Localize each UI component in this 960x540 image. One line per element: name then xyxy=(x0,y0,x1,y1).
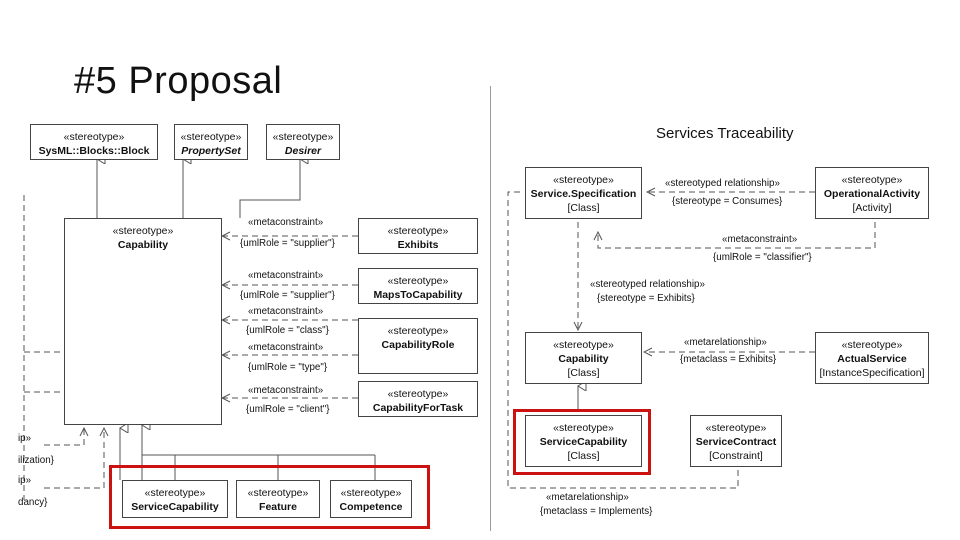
cut-label: ilization} xyxy=(18,455,54,466)
block-name: Service.Specification xyxy=(530,188,637,200)
role-label: {umlRole = "supplier"} xyxy=(240,290,335,301)
relationship-label: «stereotyped relationship» xyxy=(590,279,705,290)
block-kind: [Activity] xyxy=(852,202,892,214)
stereotype-label: «stereotype» xyxy=(553,422,614,434)
block-capability-for-task: «stereotype» CapabilityForTask xyxy=(358,381,478,417)
block-name: ActualService xyxy=(837,353,907,365)
block-competence: «stereotype» Competence xyxy=(330,480,412,518)
stereotype-label: «stereotype» xyxy=(705,422,767,434)
block-actual-service: «stereotype» ActualService [InstanceSpec… xyxy=(815,332,929,384)
stereotype-label: «stereotype» xyxy=(387,388,449,400)
block-name: ServiceContract xyxy=(695,436,777,448)
stereotype-label: «stereotype» xyxy=(272,131,334,143)
role-label: {umlRole = "type"} xyxy=(248,362,328,373)
block-exhibits: «stereotype» Exhibits xyxy=(358,218,478,254)
right-diagram-title: Services Traceability xyxy=(656,125,794,142)
block-kind: [InstanceSpecification] xyxy=(819,367,925,379)
metarelationship-label: «metarelationship» xyxy=(546,492,629,503)
block-name: MapsToCapability xyxy=(373,289,463,301)
role-label: {umlRole = "client"} xyxy=(246,404,330,415)
highlight-frame-right xyxy=(513,409,651,475)
block-name: CapabilityRole xyxy=(381,339,455,351)
block-kind: [Constraint] xyxy=(709,450,763,462)
block-name: Exhibits xyxy=(397,239,439,251)
stereotype-label: «stereotype» xyxy=(247,487,309,499)
metaconstraint-label: «metaconstraint» xyxy=(248,270,324,281)
block-name: Competence xyxy=(339,501,403,513)
block-capability-role: «stereotype» CapabilityRole xyxy=(358,318,478,374)
block-service-specification: «stereotype» Service.Specification [Clas… xyxy=(525,167,642,219)
highlight-frame-left xyxy=(109,465,430,529)
metarelationship-label: «metarelationship» xyxy=(684,337,767,348)
relationship-label: «stereotyped relationship» xyxy=(665,178,780,189)
block-name: ServiceCapability xyxy=(131,501,219,513)
block-kind: [Class] xyxy=(567,450,600,462)
block-desirer: «stereotype» Desirer xyxy=(266,124,340,160)
block-name: Feature xyxy=(259,501,297,513)
block-kind: [Class] xyxy=(567,367,600,379)
role-label: {umlRole = "supplier"} xyxy=(240,238,335,249)
slide-title: #5 Proposal xyxy=(74,60,283,102)
metaconstraint-label: «metaconstraint» xyxy=(722,234,798,245)
block-service-contract: «stereotype» ServiceContract [Constraint… xyxy=(690,415,782,467)
stereotype-label: «stereotype» xyxy=(144,487,206,499)
block-feature: «stereotype» Feature xyxy=(236,480,320,518)
metarelationship-value: {metaclass = Implements} xyxy=(540,506,653,517)
block-service-capability-class: «stereotype» ServiceCapability [Class] xyxy=(525,415,642,467)
block-name: PropertySet xyxy=(181,145,241,157)
cut-label: ip» xyxy=(18,475,32,486)
capability-block: «stereotype» Capability xyxy=(64,218,222,425)
stereotype-label: «stereotype» xyxy=(553,174,614,186)
stereotype-label: «stereotype» xyxy=(387,275,449,287)
stereotype-label: «stereotype» xyxy=(63,131,125,143)
relationship-value: {stereotype = Exhibits} xyxy=(597,293,695,304)
block-name: SysML::Blocks::Block xyxy=(38,145,150,157)
relationship-value: {stereotype = Consumes} xyxy=(672,196,783,207)
block-name: OperationalActivity xyxy=(823,188,921,200)
block-maps-to-capability: «stereotype» MapsToCapability xyxy=(358,268,478,304)
role-label: {umlRole = "class"} xyxy=(246,325,329,336)
stereotype-label: «stereotype» xyxy=(387,325,449,337)
metaconstraint-label: «metaconstraint» xyxy=(248,342,324,353)
stereotype-label: «stereotype» xyxy=(841,174,903,186)
block-property-set: «stereotype» PropertySet xyxy=(174,124,248,160)
stereotype-label: «stereotype» xyxy=(387,225,449,237)
stereotype-label: «stereotype» xyxy=(841,339,903,351)
stereotype-label: «stereotype» xyxy=(112,225,174,237)
metarelationship-value: {metaclass = Exhibits} xyxy=(680,354,777,365)
cut-label: ip» xyxy=(18,433,32,444)
stereotype-label: «stereotype» xyxy=(553,339,614,351)
block-operational-activity: «stereotype» OperationalActivity [Activi… xyxy=(815,167,929,219)
block-service-capability: «stereotype» ServiceCapability xyxy=(122,480,228,518)
metaconstraint-label: «metaconstraint» xyxy=(248,385,324,396)
metaconstraint-value: {umlRole = "classifier"} xyxy=(713,252,812,263)
cut-label: dancy} xyxy=(18,497,48,508)
block-kind: [Class] xyxy=(567,202,600,214)
block-name: Capability xyxy=(117,239,169,251)
block-capability-class: «stereotype» Capability [Class] xyxy=(525,332,642,384)
block-name: ServiceCapability xyxy=(539,436,628,448)
stereotype-label: «stereotype» xyxy=(340,487,402,499)
stereotype-label: «stereotype» xyxy=(180,131,242,143)
block-sysml-block: «stereotype» SysML::Blocks::Block xyxy=(30,124,158,160)
vertical-divider xyxy=(490,86,491,531)
metaconstraint-label: «metaconstraint» xyxy=(248,217,324,228)
block-name: CapabilityForTask xyxy=(372,402,464,414)
metaconstraint-label: «metaconstraint» xyxy=(248,306,324,317)
block-name: Capability xyxy=(558,353,609,365)
block-name: Desirer xyxy=(284,145,322,157)
